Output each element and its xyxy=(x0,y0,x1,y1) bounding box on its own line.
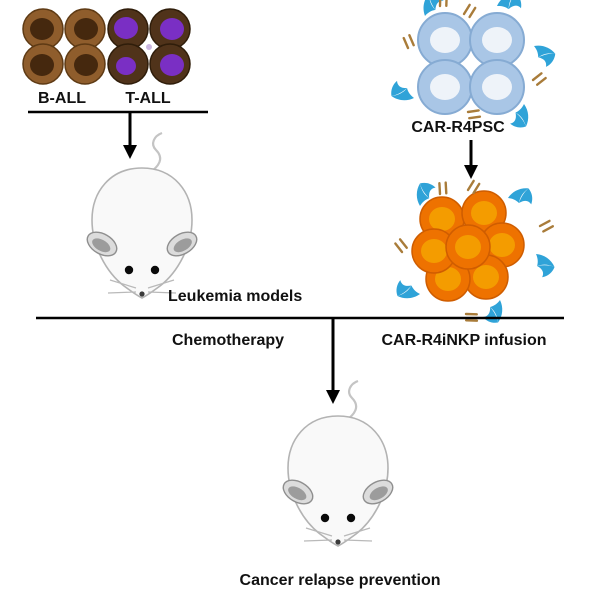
psc-cell xyxy=(417,12,473,68)
car-r4psc-cell-cluster xyxy=(417,12,525,115)
car-r4inkp-infusion-label: CAR-R4iNKP infusion xyxy=(381,332,546,349)
t-all-cell xyxy=(149,43,191,85)
b-all-cell-cluster xyxy=(22,8,106,85)
psc-cell xyxy=(469,59,525,115)
t-all-label: T-ALL xyxy=(125,90,171,107)
b-all-cell xyxy=(22,43,64,85)
car-receptor-icon xyxy=(480,299,511,328)
car-r4inkp-cell-cluster xyxy=(411,190,525,302)
antigen-icon xyxy=(462,2,477,19)
differentiation-arrowhead xyxy=(464,165,478,179)
b-all-cell xyxy=(64,43,106,85)
car-receptor-icon xyxy=(496,0,524,12)
treatment-outcome-arrowhead xyxy=(326,390,340,404)
cluster-highlight xyxy=(146,44,152,50)
b-all-cell xyxy=(64,8,106,50)
car-receptor-icon xyxy=(507,182,537,208)
b-all-label: B-ALL xyxy=(38,90,86,107)
b-all-cell xyxy=(22,8,64,50)
antigen-icon xyxy=(530,70,548,88)
psc-cell xyxy=(417,59,473,115)
leukemia-model-mouse xyxy=(82,131,202,300)
car-receptor-icon xyxy=(386,78,415,109)
antigen-icon xyxy=(434,179,452,198)
t-all-cell-cluster xyxy=(107,8,191,85)
antigen-icon xyxy=(399,32,418,51)
car-r4psc-label: CAR-R4PSC xyxy=(411,119,505,136)
leukemia-models-label: Leukemia models xyxy=(168,288,302,305)
antigen-icon xyxy=(537,217,556,236)
antigen-icon xyxy=(392,237,410,255)
t-all-cell xyxy=(149,8,191,50)
psc-cell xyxy=(469,12,525,68)
t-all-cell xyxy=(107,8,149,50)
t-all-cell xyxy=(107,43,149,85)
chemotherapy-label: Chemotherapy xyxy=(172,332,284,349)
inkp-cell xyxy=(445,224,491,270)
leukemia-induction-arrowhead xyxy=(123,145,137,159)
car-receptor-icon xyxy=(533,39,559,69)
inkp-cell xyxy=(411,228,457,274)
car-receptor-icon xyxy=(391,277,421,307)
cancer-relapse-prevention-label: Cancer relapse prevention xyxy=(240,572,441,589)
car-receptor-icon xyxy=(535,251,556,278)
outcome-mouse xyxy=(278,379,398,548)
